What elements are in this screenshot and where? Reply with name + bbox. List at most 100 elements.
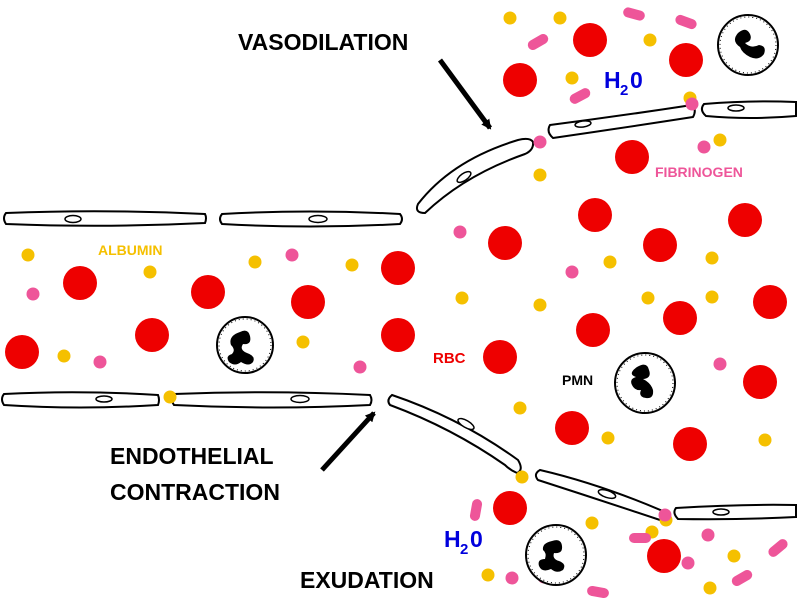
- albumin-particle: [143, 265, 157, 279]
- albumin-particle: [758, 433, 772, 447]
- red-blood-cell: [135, 318, 169, 352]
- fibrinogen-particle: [93, 355, 107, 369]
- fibrinogen-rod: [527, 34, 549, 50]
- albumin-particle: [248, 255, 262, 269]
- svg-text:0: 0: [470, 526, 483, 552]
- water-label-bottom: H 2 0: [444, 526, 483, 558]
- albumin-particle: [515, 470, 529, 484]
- red-blood-cell: [5, 335, 39, 369]
- red-blood-cell: [615, 140, 649, 174]
- albumin-particle: [727, 549, 741, 563]
- albumin-particle: [553, 11, 567, 25]
- fibrinogen-rod: [629, 533, 651, 543]
- albumin-particle: [703, 581, 717, 595]
- red-blood-cell: [191, 275, 225, 309]
- fibrinogen-particle: [685, 97, 699, 111]
- red-blood-cell: [381, 318, 415, 352]
- fibrinogen-particle: [26, 287, 40, 301]
- endothelial-wall-lower-left: [1, 391, 373, 409]
- red-blood-cell: [753, 285, 787, 319]
- red-blood-cell: [573, 23, 607, 57]
- pmn-label: PMN: [562, 372, 593, 388]
- red-blood-cell: [63, 266, 97, 300]
- albumin-particle: [503, 11, 517, 25]
- albumin-particle: [713, 133, 727, 147]
- albumin-particle: [705, 251, 719, 265]
- fibrinogen-particle: [697, 140, 711, 154]
- pmn-cell: [525, 524, 587, 586]
- red-blood-cell: [483, 340, 517, 374]
- red-blood-cell: [663, 301, 697, 335]
- svg-text:2: 2: [460, 541, 468, 558]
- svg-text:H: H: [604, 67, 621, 93]
- fibrinogen-particle: [701, 528, 715, 542]
- fibrinogen-particle: [533, 135, 547, 149]
- pmn-cell: [216, 316, 274, 374]
- fibrinogen-particle: [505, 571, 519, 585]
- red-blood-cell: [555, 411, 589, 445]
- red-blood-cell: [291, 285, 325, 319]
- red-blood-cell: [576, 313, 610, 347]
- red-blood-cell: [488, 226, 522, 260]
- albumin-particle: [296, 335, 310, 349]
- red-blood-cell: [673, 427, 707, 461]
- endothelial-label-line1: ENDOTHELIAL: [110, 443, 274, 469]
- red-blood-cell: [493, 491, 527, 525]
- albumin-particle: [585, 516, 599, 530]
- fibrinogen-rod: [768, 539, 788, 557]
- albumin-particle: [533, 168, 547, 182]
- fibrinogen-particle: [453, 225, 467, 239]
- fibrinogen-rod: [623, 7, 645, 21]
- endothelial-wall-upper-right: [415, 100, 797, 215]
- vasodilation-label: VASODILATION: [238, 29, 408, 55]
- albumin-particle: [565, 71, 579, 85]
- fibrinogen-particle: [713, 357, 727, 371]
- red-blood-cell: [578, 198, 612, 232]
- pmn-cell: [717, 14, 779, 76]
- endothelial-wall-lower-right: [387, 393, 797, 523]
- albumin-particle: [163, 390, 177, 404]
- albumin-particle: [21, 248, 35, 262]
- pmn-cell: [614, 352, 676, 414]
- red-blood-cell: [503, 63, 537, 97]
- endothelial-label-line2: CONTRACTION: [110, 479, 280, 505]
- svg-text:0: 0: [630, 67, 643, 93]
- svg-text:H: H: [444, 526, 461, 552]
- fibrinogen-rod: [587, 585, 609, 599]
- albumin-particle: [57, 349, 71, 363]
- red-blood-cell: [381, 251, 415, 285]
- fibrinogen-label: FIBRINOGEN: [655, 164, 743, 180]
- fibrinogen-particle: [565, 265, 579, 279]
- fibrinogen-rod: [469, 499, 483, 521]
- rbc-label: RBC: [433, 350, 466, 367]
- albumin-label: ALBUMIN: [98, 242, 163, 258]
- water-label-top: H 2 0: [604, 67, 643, 99]
- red-blood-cell: [647, 539, 681, 573]
- albumin-layer: [21, 11, 772, 595]
- albumin-particle: [513, 401, 527, 415]
- vasodilation-arrow: [437, 58, 493, 130]
- fibrinogen-rod: [569, 88, 591, 104]
- albumin-particle: [705, 290, 719, 304]
- red-blood-cell: [669, 43, 703, 77]
- fibrinogen-particle: [681, 556, 695, 570]
- albumin-particle: [643, 33, 657, 47]
- endothelial-contraction-arrow: [320, 411, 376, 472]
- albumin-particle: [641, 291, 655, 305]
- albumin-particle: [603, 255, 617, 269]
- fibrinogen-particle: [353, 360, 367, 374]
- fibrinogen-rod: [731, 570, 753, 586]
- albumin-particle: [481, 568, 495, 582]
- rbc-layer: [5, 23, 787, 573]
- red-blood-cell: [643, 228, 677, 262]
- exudation-label: EXUDATION: [300, 567, 434, 593]
- pmn-layer: [216, 14, 779, 586]
- albumin-particle: [455, 291, 469, 305]
- albumin-particle: [601, 431, 615, 445]
- albumin-particle: [345, 258, 359, 272]
- endothelial-wall-upper-left: [3, 210, 403, 228]
- red-blood-cell: [728, 203, 762, 237]
- fibrinogen-particle: [658, 508, 672, 522]
